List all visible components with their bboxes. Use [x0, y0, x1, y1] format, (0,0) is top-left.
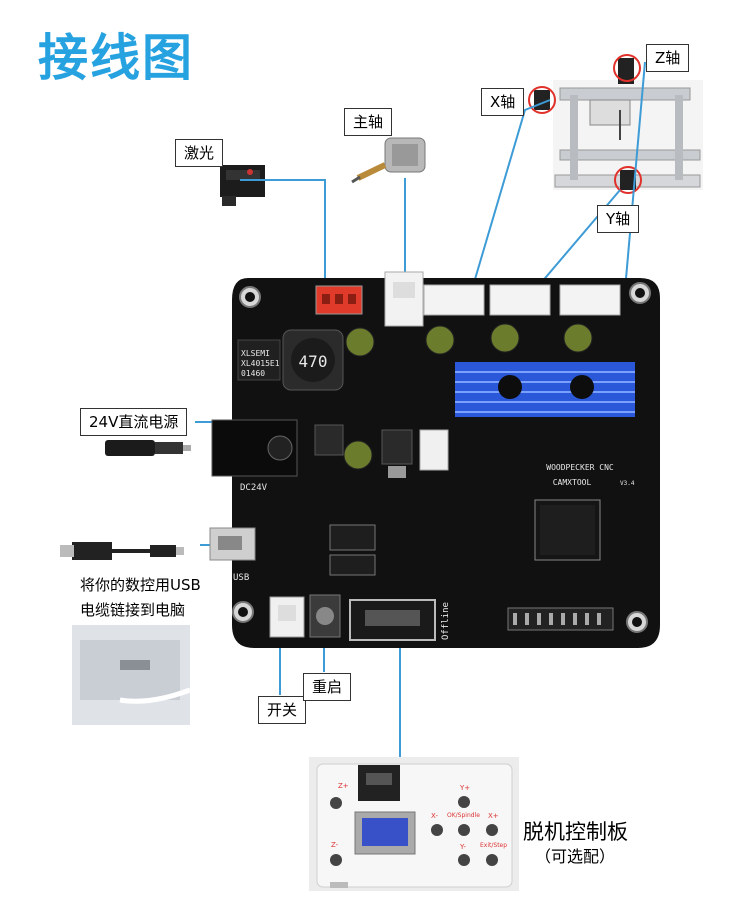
board-brand2-text: CAMXTOOL	[553, 478, 592, 487]
z-axis-motor-highlight	[613, 54, 641, 82]
offline-board-optional-label: （可选配）	[535, 847, 616, 866]
y-axis-label: Y轴	[597, 205, 640, 233]
wires	[195, 61, 646, 760]
dc-jack-label: DC24V	[240, 483, 268, 493]
inductor-text: 470	[299, 352, 328, 371]
laser-module-image	[220, 165, 265, 206]
exit-step-button-label: Exit/Step	[480, 842, 507, 849]
x-plus-button-label: X+	[488, 812, 499, 820]
laser-label: 激光	[175, 139, 224, 167]
offline-board-label: 脱机控制板	[523, 820, 628, 844]
laptop-photo	[72, 625, 191, 725]
ok-spindle-button-label: OK/Spindle	[447, 812, 480, 819]
reset-button-label: 重启	[303, 673, 352, 701]
offline-controller-image: Z+ Z- Y+ Y- X- X+ OK/Spindle Exit/Step	[309, 757, 519, 891]
z-minus-button-label: Z-	[331, 841, 339, 849]
chip-text-1: XLSEMI	[241, 349, 270, 358]
spindle-label: 主轴	[344, 108, 393, 136]
page-title: 接线图	[38, 29, 194, 87]
board-brand-text: WOODPECKER CNC	[546, 463, 614, 472]
cnc-machine-image	[534, 58, 703, 190]
y-minus-button-label: Y-	[459, 843, 466, 851]
spindle-motor-image	[351, 137, 426, 184]
usb-port-label: USB	[233, 573, 249, 583]
chip-text-3: 01460	[241, 369, 265, 378]
board-version-text: V3.4	[620, 480, 635, 487]
offline-header-label: Offline	[441, 602, 451, 640]
x-axis-label: X轴	[481, 88, 525, 116]
usb-instruction-line1: 将你的数控用USB	[80, 576, 201, 594]
usb-instruction-line2: 电缆链接到电脑	[80, 601, 186, 619]
usb-cable-image	[60, 542, 184, 560]
x-axis-motor-highlight	[528, 86, 556, 114]
y-axis-motor-highlight	[614, 166, 642, 194]
z-plus-button-label: Z+	[338, 782, 349, 790]
z-axis-label: Z轴	[646, 44, 690, 72]
x-minus-button-label: X-	[431, 812, 438, 820]
chip-text-2: XL4015E1	[241, 359, 280, 368]
power-plug-image	[105, 440, 191, 456]
y-plus-button-label: Y+	[459, 784, 470, 792]
controller-board: 470 XLSEMI XL4015E1 01460 DC24V	[209, 271, 660, 648]
power-supply-label: 24V直流电源	[80, 408, 188, 436]
power-switch-label: 开关	[258, 696, 307, 724]
